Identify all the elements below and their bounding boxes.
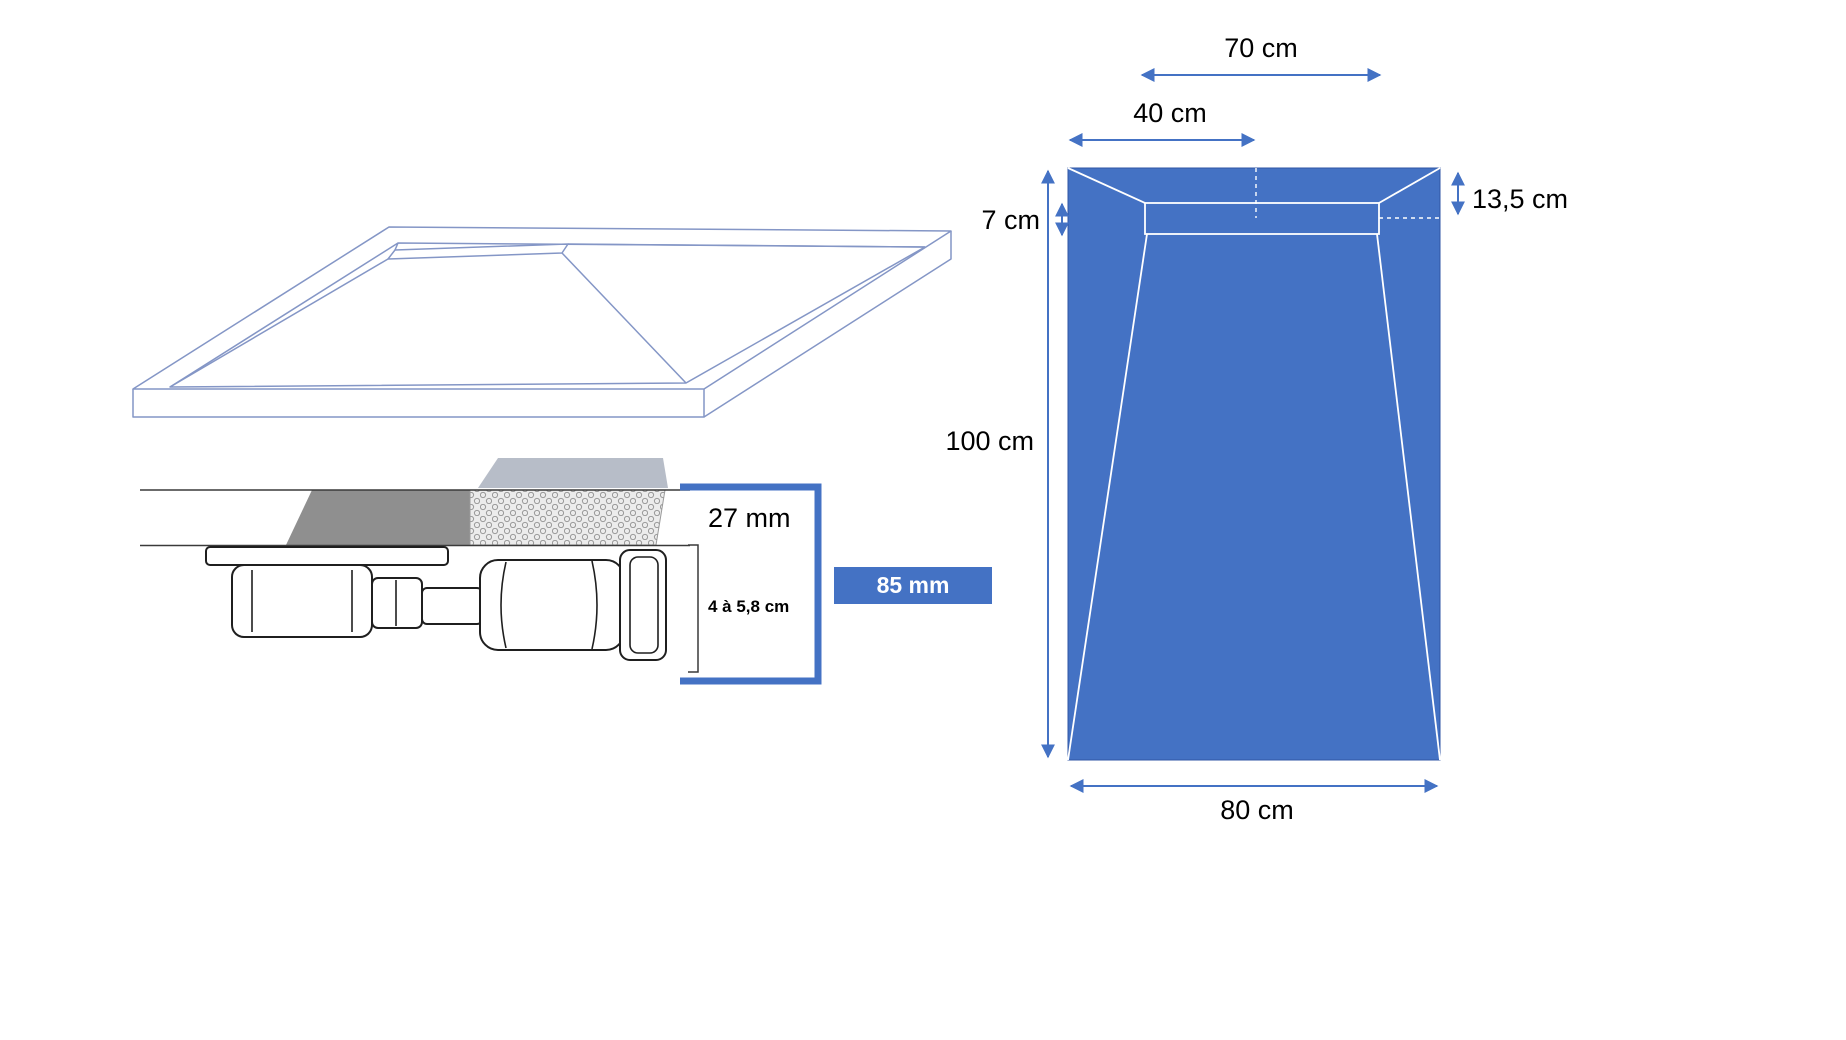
tray-fold-line-back-left xyxy=(394,242,399,251)
dim-label-13-5cm: 13,5 cm xyxy=(1472,184,1568,214)
tray-fold-line-right xyxy=(561,252,687,384)
dim-label-80cm: 80 cm xyxy=(1220,795,1294,825)
trap-height-bracket xyxy=(688,544,699,673)
siphon-trap-body xyxy=(231,564,373,638)
siphon-flange xyxy=(205,546,449,566)
siphon-connector xyxy=(371,577,423,629)
tray-drain-slot xyxy=(387,243,569,260)
siphon-coupling-rib-left xyxy=(500,561,507,649)
tray-fold-line-back xyxy=(567,243,926,248)
badge-85mm: 85 mm xyxy=(834,567,992,604)
tray-fold-line-left xyxy=(169,258,389,388)
dimensions: 70 cm 40 cm 7 cm 13,5 cm 100 cm 80 cm xyxy=(945,33,1568,825)
siphon-end-flange-inner xyxy=(629,556,659,654)
overall-height-bracket xyxy=(680,483,822,685)
plan-tray-body xyxy=(1067,167,1441,761)
dim-label-40cm: 40 cm xyxy=(1133,98,1207,128)
tray-top-face xyxy=(132,226,952,390)
dim-label-100cm: 100 cm xyxy=(945,426,1034,456)
dim-label-total-height: 85 mm xyxy=(877,572,950,598)
section-dark-layer xyxy=(286,490,470,545)
plan-slope-line-left xyxy=(1067,233,1148,761)
tray-right-edge xyxy=(703,231,952,418)
badge-85mm-box xyxy=(834,567,992,604)
dim-label-trap-range: 4 à 5,8 cm xyxy=(708,597,789,616)
siphon-pipe xyxy=(421,587,483,625)
siphon-end-flange xyxy=(619,549,667,661)
siphon-coupling-rib-right xyxy=(591,560,598,650)
tray-front-edge xyxy=(132,389,705,418)
plan-view xyxy=(1067,167,1441,761)
tray-3d-wireframe xyxy=(132,226,952,418)
plan-slope-line-right xyxy=(1376,233,1441,761)
dim-label-7cm: 7 cm xyxy=(981,205,1040,235)
section-view: 4 à 5,8 cm 27 mm 85 mm xyxy=(140,458,992,685)
plan-corner-line-top-left xyxy=(1067,167,1146,204)
dim-label-70cm: 70 cm xyxy=(1224,33,1298,63)
siphon-drawing xyxy=(205,546,667,661)
dim-label-thickness: 27 mm xyxy=(708,503,791,533)
tray-inner-rim xyxy=(169,242,926,388)
section-top-layer xyxy=(478,458,668,488)
section-honeycomb-layer xyxy=(469,489,666,546)
plan-corner-line-top-right xyxy=(1378,167,1441,204)
